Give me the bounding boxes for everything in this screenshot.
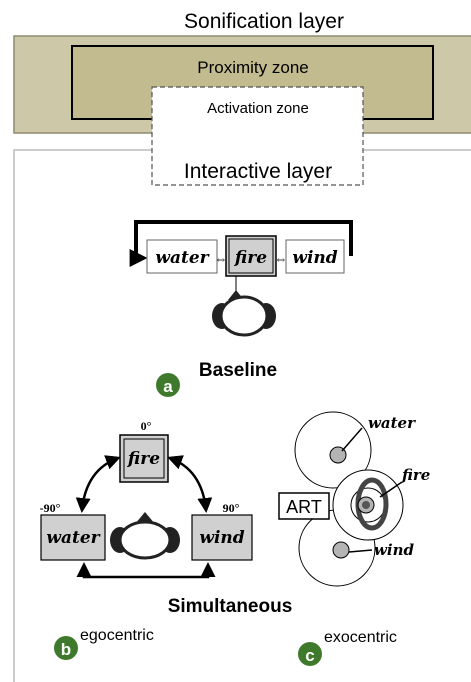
interactive-layer-title: Interactive layer	[184, 160, 332, 183]
baseline-fire-inner-border	[228, 238, 274, 274]
art-label-box	[278, 492, 330, 520]
ego-wind-label: wind	[199, 528, 244, 548]
baseline-diagram: water ⇔ fire ⇔ wind	[129, 220, 353, 337]
sonification-layer-title: Sonification layer	[184, 10, 344, 33]
baseline-fire-box	[225, 235, 277, 277]
badge-b	[54, 636, 78, 660]
ego-water-box	[40, 514, 106, 561]
badge-c	[298, 642, 322, 666]
badge-b-letter: b	[61, 640, 71, 659]
angle-front-label: 0°	[141, 419, 152, 433]
baseline-water-box	[146, 239, 218, 274]
baseline-listener-head-icon	[212, 290, 276, 337]
baseline-wind-box	[285, 239, 345, 274]
baseline-wind-label: wind	[292, 248, 337, 268]
exo-water-label: water	[368, 414, 416, 432]
art-label: ART	[286, 497, 322, 517]
ego-listener-head-icon	[110, 512, 180, 560]
activation-zone-label: Activation zone	[207, 100, 309, 117]
badge-c-letter: c	[305, 646, 314, 665]
angle-right-label: 90°	[223, 501, 240, 515]
exo-wind-source	[332, 541, 350, 559]
ego-wind-box	[191, 514, 253, 561]
angle-left-label: -90°	[40, 501, 61, 515]
ego-arrow-water-wind	[76, 562, 216, 579]
baseline-loop-arrow	[134, 220, 353, 258]
ego-fire-label: fire	[127, 449, 160, 469]
exocentric-label: exocentric	[324, 629, 397, 646]
ego-water-label: water	[46, 528, 100, 548]
proximity-zone-label: Proximity zone	[197, 58, 308, 77]
exo-wind-label: wind	[374, 541, 415, 559]
baseline-fire-label: fire	[234, 248, 267, 268]
baseline-arrow-1: ⇔	[215, 251, 228, 266]
badge-a	[156, 373, 180, 397]
ego-arrow-fire-wind	[167, 455, 213, 513]
ego-arrow-fire-water	[75, 455, 121, 513]
egocentric-diagram: 0° fire -90° water 90° wind	[40, 419, 253, 579]
activation-zone-box	[151, 86, 364, 186]
egocentric-label: egocentric	[80, 627, 154, 644]
badge-a-letter: a	[163, 377, 173, 396]
baseline-label: Baseline	[199, 360, 277, 381]
exocentric-diagram: water wind fire ART	[278, 411, 430, 587]
baseline-arrow-2: ⇔	[275, 251, 288, 266]
exo-fire-label: fire	[401, 466, 430, 484]
ego-fire-box	[119, 434, 169, 483]
simultaneous-label: Simultaneous	[168, 596, 293, 617]
baseline-water-label: water	[155, 248, 209, 268]
